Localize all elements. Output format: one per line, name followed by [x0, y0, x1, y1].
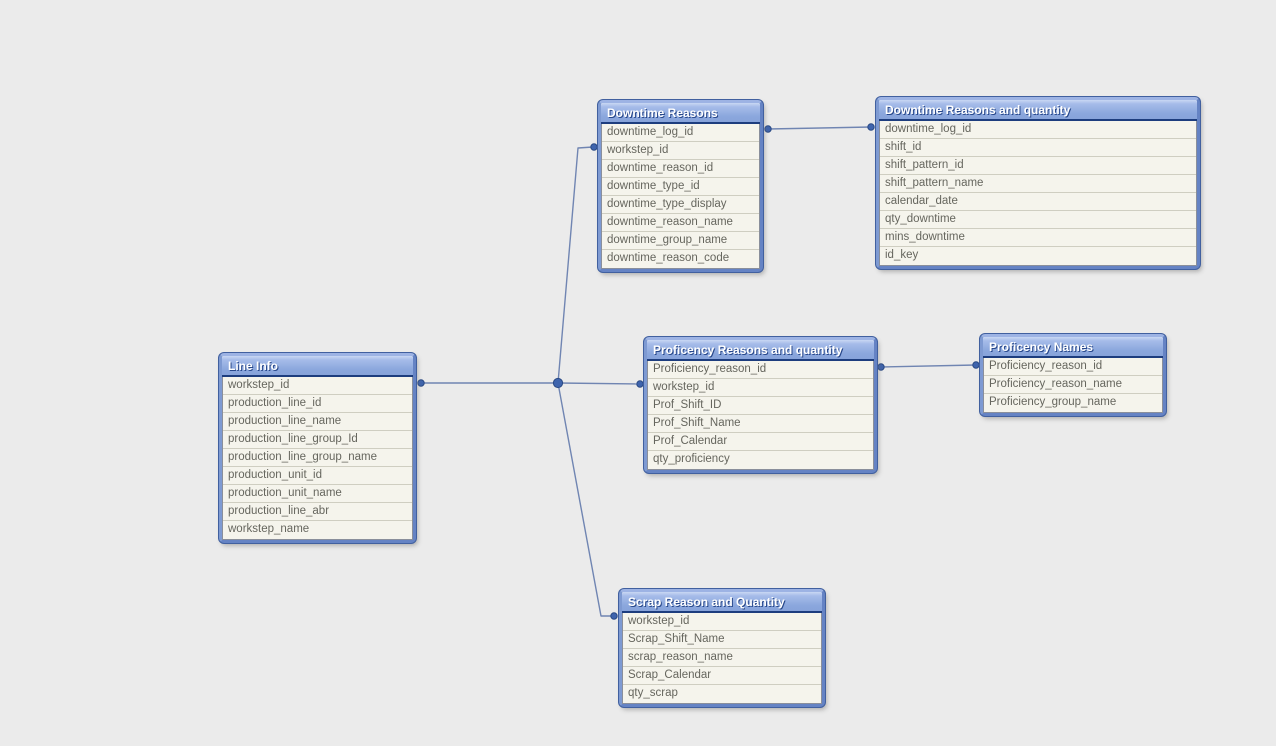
table-title: Scrap Reason and Quantity [628, 595, 785, 609]
field-row-downtime_reason_name[interactable]: downtime_reason_name [602, 214, 759, 232]
connector-line-hub-to-downtime-reasons [557, 146, 594, 384]
field-row-downtime_reason_id[interactable]: downtime_reason_id [602, 160, 759, 178]
field-row-downtime_log_id[interactable]: downtime_log_id [602, 124, 759, 142]
table-header-proficency-reasons-and-quantity[interactable]: Proficency Reasons and quantity [647, 340, 874, 361]
field-row-downtime_type_id[interactable]: downtime_type_id [602, 178, 759, 196]
field-row-Proficiency_reason_id[interactable]: Proficiency_reason_id [984, 358, 1162, 376]
field-row-downtime_reason_code[interactable]: downtime_reason_code [607, 252, 730, 264]
field-row-downtime_type_display[interactable]: downtime_type_display [602, 196, 759, 214]
table-title: Line Info [228, 359, 278, 373]
field-row-Scrap_Shift_Name[interactable]: Scrap_Shift_Name [623, 631, 821, 649]
field-row-shift_pattern_id[interactable]: shift_pattern_id [880, 157, 1196, 175]
table-title: Proficency Names [989, 340, 1094, 354]
field-row-Prof_Calendar[interactable]: Prof_Calendar [648, 433, 873, 451]
field-row-id_key[interactable]: id_key [885, 249, 919, 261]
connector-line-hub-to-scrap [557, 382, 613, 617]
table-title: Downtime Reasons and quantity [885, 103, 1071, 117]
connector-line-prof-reasons-to-prof-names [880, 364, 977, 368]
field-row-production_unit_id[interactable]: production_unit_id [223, 467, 412, 485]
field-row-qty_downtime[interactable]: qty_downtime [880, 211, 1196, 229]
connector-endpoint-dot [972, 361, 980, 369]
connector-endpoint-dot [867, 123, 875, 131]
connector-endpoint-dot [877, 363, 885, 371]
field-row-workstep_name[interactable]: workstep_name [228, 523, 310, 535]
connector-endpoint-dot [636, 380, 644, 388]
field-row-production_line_abr[interactable]: production_line_abr [223, 503, 412, 521]
field-row-calendar_date[interactable]: calendar_date [880, 193, 1196, 211]
field-row-qty_scrap[interactable]: qty_scrap [628, 687, 678, 699]
connector-endpoint-dot [417, 379, 425, 387]
field-row-shift_id[interactable]: shift_id [880, 139, 1196, 157]
field-row-production_line_group_Id[interactable]: production_line_group_Id [223, 431, 412, 449]
field-row-Prof_Shift_Name[interactable]: Prof_Shift_Name [648, 415, 873, 433]
field-row-workstep_id[interactable]: workstep_id [602, 142, 759, 160]
connector-endpoint-dot [610, 612, 618, 620]
field-row-shift_pattern_name[interactable]: shift_pattern_name [880, 175, 1196, 193]
table-header-line-info[interactable]: Line Info [222, 356, 413, 377]
field-row-Proficiency_reason_name[interactable]: Proficiency_reason_name [984, 376, 1162, 394]
field-row-Scrap_Calendar[interactable]: Scrap_Calendar [623, 667, 821, 685]
field-row-production_unit_name[interactable]: production_unit_name [223, 485, 412, 503]
field-row-production_line_name[interactable]: production_line_name [223, 413, 412, 431]
connector-junction-dot [552, 377, 564, 389]
field-row-workstep_id[interactable]: workstep_id [623, 613, 821, 631]
field-row-Proficiency_group_name[interactable]: Proficiency_group_name [989, 396, 1117, 408]
table-downtime-reasons-and-quantity[interactable]: Downtime Reasons and quantity downtime_lo… [876, 97, 1200, 269]
field-row-Proficiency_reason_id[interactable]: Proficiency_reason_id [648, 361, 873, 379]
connector-endpoint-dot [764, 125, 772, 133]
field-row-workstep_id[interactable]: workstep_id [648, 379, 873, 397]
field-row-Prof_Shift_ID[interactable]: Prof_Shift_ID [648, 397, 873, 415]
field-row-production_line_id[interactable]: production_line_id [223, 395, 412, 413]
field-row-mins_downtime[interactable]: mins_downtime [880, 229, 1196, 247]
field-row-qty_proficiency[interactable]: qty_proficiency [653, 453, 730, 465]
table-header-proficency-names[interactable]: Proficency Names [983, 337, 1163, 358]
table-title: Downtime Reasons [607, 106, 718, 120]
table-header-downtime-reasons-and-quantity[interactable]: Downtime Reasons and quantity [879, 100, 1197, 121]
table-title: Proficency Reasons and quantity [653, 343, 843, 357]
field-row-scrap_reason_name[interactable]: scrap_reason_name [623, 649, 821, 667]
connector-line-downtime-to-downtime-qty [767, 126, 872, 130]
connector-endpoint-dot [590, 143, 598, 151]
field-row-downtime_log_id[interactable]: downtime_log_id [880, 121, 1196, 139]
table-header-scrap-reason-and-quantity[interactable]: Scrap Reason and Quantity [622, 592, 822, 613]
field-row-downtime_group_name[interactable]: downtime_group_name [602, 232, 759, 250]
table-header-downtime-reasons[interactable]: Downtime Reasons [601, 103, 760, 124]
field-row-workstep_id[interactable]: workstep_id [223, 377, 412, 395]
field-row-production_line_group_name[interactable]: production_line_group_name [223, 449, 412, 467]
connector-line-hub-to-proficiency-reasons [557, 382, 641, 385]
